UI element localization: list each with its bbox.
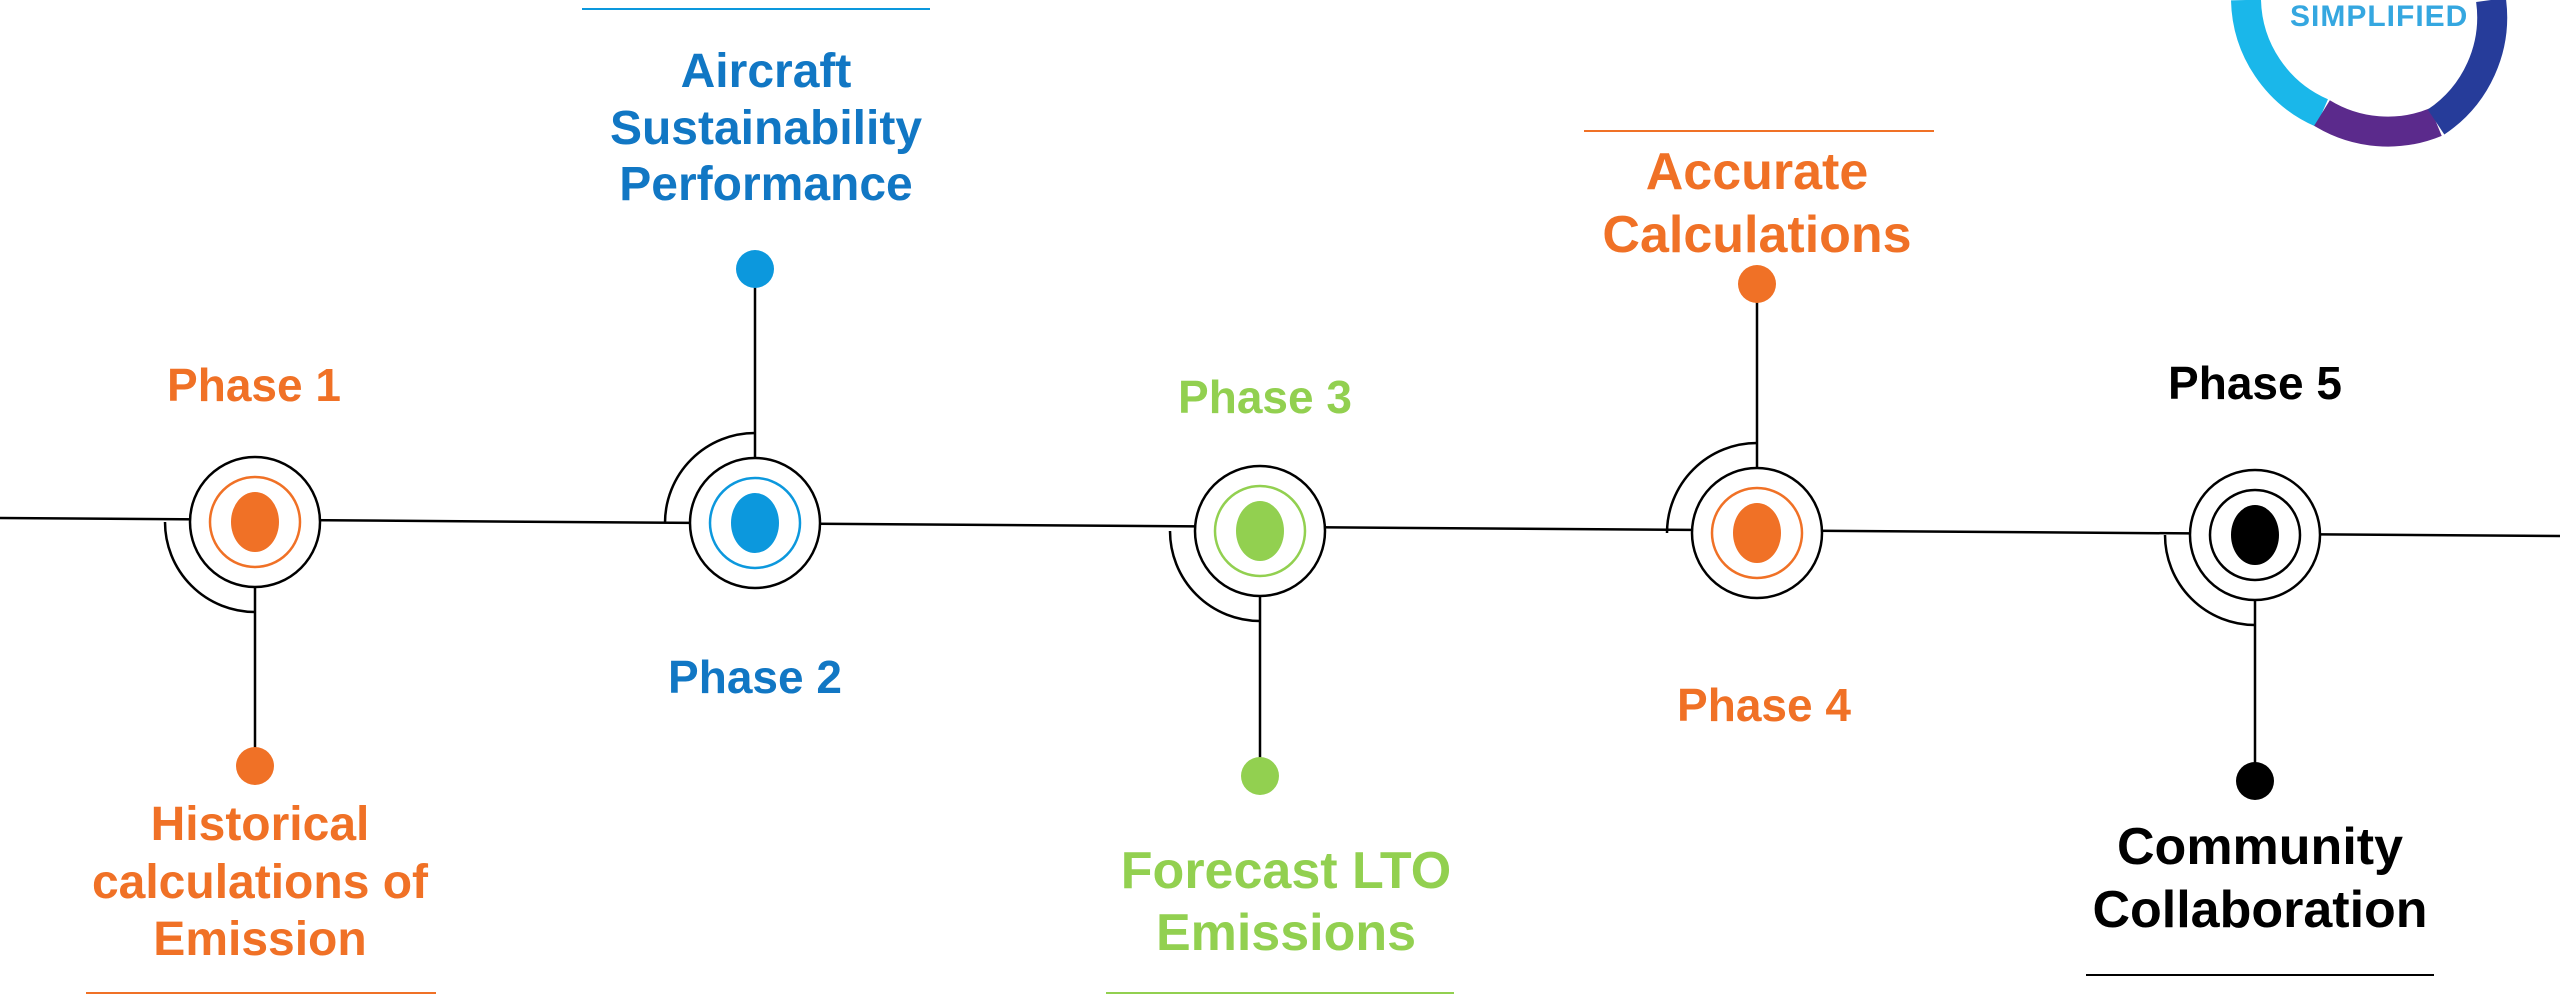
- phase-3-description: Forecast LTO Emissions: [1120, 842, 1452, 963]
- phase-4-node: [1665, 265, 1824, 600]
- logo-badge: [2231, 0, 2508, 147]
- phase-2-label: Phase 2: [668, 651, 842, 703]
- phase-5-node: [2163, 468, 2322, 800]
- phase-3-label: Phase 3: [1178, 371, 1352, 423]
- badge-label: SIMPLIFIED: [2290, 0, 2469, 33]
- phase-1-description: Historical calculations of Emission: [91, 798, 429, 967]
- phase-5-label: Phase 5: [2168, 357, 2342, 409]
- phase-1-node: [163, 455, 322, 785]
- phase-4-description: Accurate Calculations: [1602, 143, 1912, 265]
- phase-2-node: [663, 250, 822, 590]
- phase-5-description: Community Collaboration: [2092, 818, 2428, 940]
- phase-3-node: [1168, 464, 1327, 795]
- phase-1-label: Phase 1: [167, 359, 341, 411]
- phase-4-label: Phase 4: [1677, 679, 1851, 731]
- phase-2-description: Aircraft Sustainability Performance: [609, 45, 923, 212]
